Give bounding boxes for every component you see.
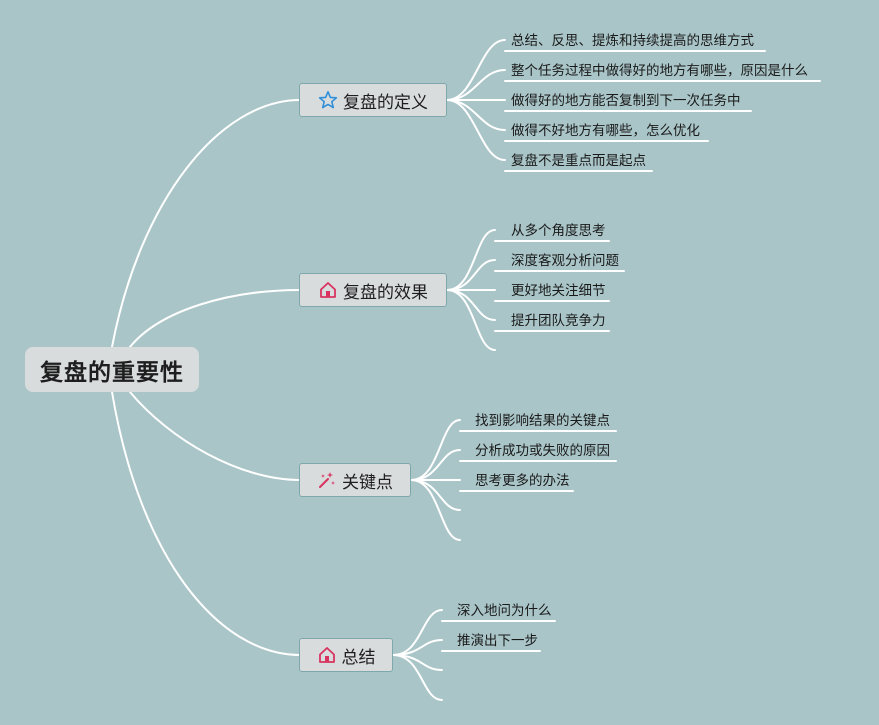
root-link-keypoints bbox=[129, 391, 301, 481]
root-topic-label: 复盘的重要性 bbox=[40, 359, 184, 386]
home-icon bbox=[317, 645, 337, 665]
branch-link bbox=[392, 609, 443, 656]
subtopic-item[interactable]: 总结、反思、提炼和持续提高的思维方式 bbox=[511, 33, 754, 49]
topic-definition[interactable]: 复盘的定义 bbox=[299, 83, 447, 117]
topic-key-points[interactable]: 关键点 bbox=[299, 463, 411, 497]
topic-summary[interactable]: 总结 bbox=[299, 638, 393, 672]
topic-label: 关键点 bbox=[342, 472, 393, 493]
branch-link bbox=[446, 259, 496, 291]
branch-link bbox=[446, 99, 506, 131]
subtopic-item[interactable]: 做得不好地方有哪些，怎么优化 bbox=[511, 123, 700, 139]
root-link-summary bbox=[111, 391, 301, 656]
branch-link bbox=[392, 639, 443, 656]
subtopic-item[interactable]: 思考更多的办法 bbox=[475, 473, 570, 489]
topic-label: 总结 bbox=[341, 647, 376, 668]
branch-link bbox=[410, 479, 461, 541]
subtopic-item[interactable]: 做得好的地方能否复制到下一次任务中 bbox=[511, 93, 741, 109]
star-icon bbox=[318, 90, 338, 110]
branch-link bbox=[446, 289, 496, 351]
branch-link bbox=[446, 229, 496, 291]
branch-link bbox=[446, 289, 496, 321]
branch-link bbox=[392, 654, 443, 701]
root-link-definition bbox=[111, 99, 301, 348]
branch-link bbox=[410, 479, 461, 511]
branch-link bbox=[446, 69, 506, 101]
subtopic-item[interactable]: 找到影响结果的关键点 bbox=[475, 413, 610, 429]
subtopic-item[interactable]: 整个任务过程中做得好的地方有哪些，原因是什么 bbox=[511, 63, 808, 79]
subtopic-item[interactable]: 推演出下一步 bbox=[457, 633, 538, 649]
topic-effect[interactable]: 复盘的效果 bbox=[299, 273, 447, 307]
branch-link bbox=[392, 654, 443, 671]
subtopic-item[interactable]: 深度客观分析问题 bbox=[511, 253, 619, 269]
branch-link bbox=[446, 99, 506, 161]
root-link-effect bbox=[129, 289, 301, 348]
magic-wand-icon bbox=[317, 470, 337, 490]
subtopic-item[interactable]: 分析成功或失败的原因 bbox=[475, 443, 610, 459]
branch-link bbox=[446, 39, 506, 101]
subtopic-item[interactable]: 提升团队竞争力 bbox=[511, 313, 606, 329]
topic-label: 复盘的效果 bbox=[343, 282, 428, 303]
subtopic-item[interactable]: 复盘不是重点而是起点 bbox=[511, 153, 646, 169]
root-topic[interactable]: 复盘的重要性 bbox=[25, 347, 199, 392]
branch-link bbox=[410, 419, 461, 481]
subtopic-item[interactable]: 从多个角度思考 bbox=[511, 223, 606, 239]
subtopic-item[interactable]: 深入地问为什么 bbox=[457, 603, 552, 619]
subtopic-item[interactable]: 更好地关注细节 bbox=[511, 283, 606, 299]
topic-label: 复盘的定义 bbox=[343, 92, 428, 113]
home-icon bbox=[318, 280, 338, 300]
branch-link bbox=[410, 449, 461, 481]
